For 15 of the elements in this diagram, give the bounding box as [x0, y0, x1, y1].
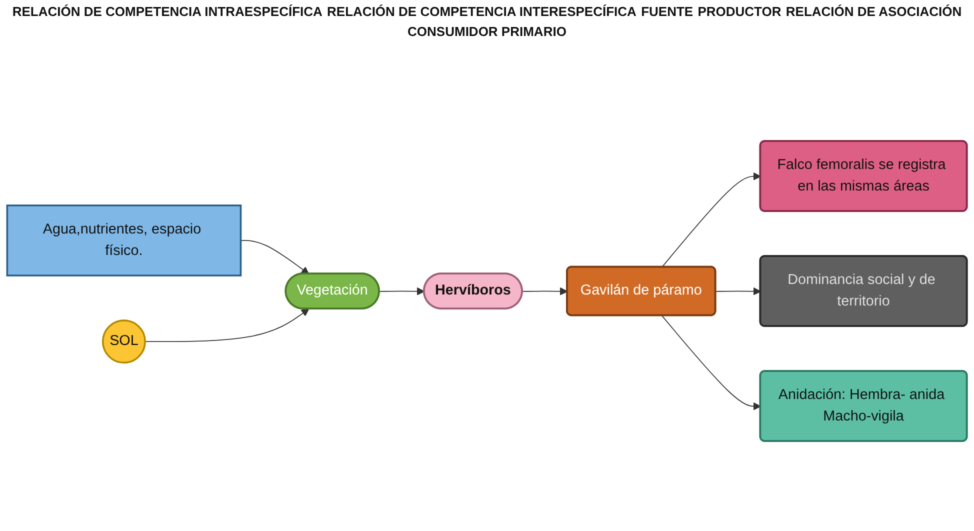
- arrow: [240, 240, 310, 274]
- node-circle: SOL: [102, 319, 146, 364]
- arrow: [144, 308, 310, 342]
- node-box: Agua,nutrientes, espacio físico.: [6, 204, 242, 276]
- arrow: [662, 172, 762, 268]
- relation-heading: RELACIÓN DE COMPETENCIA INTERESPECÍFICA: [327, 4, 636, 21]
- arrow: [379, 286, 425, 295]
- relation-heading: RELACIÓN DE COMPETENCIA INTRAESPECÍFICA: [12, 4, 322, 21]
- arrow: [522, 286, 568, 295]
- relation-heading: PRODUCTOR: [698, 4, 782, 21]
- relation-heading: FUENTE: [641, 4, 694, 21]
- relation-heading: RELACIÓN DE ASOCIACIÓN: [786, 4, 962, 21]
- arrow: [662, 314, 762, 410]
- relation-heading: CONSUMIDOR PRIMARIO: [408, 24, 566, 41]
- arrow: [715, 286, 762, 295]
